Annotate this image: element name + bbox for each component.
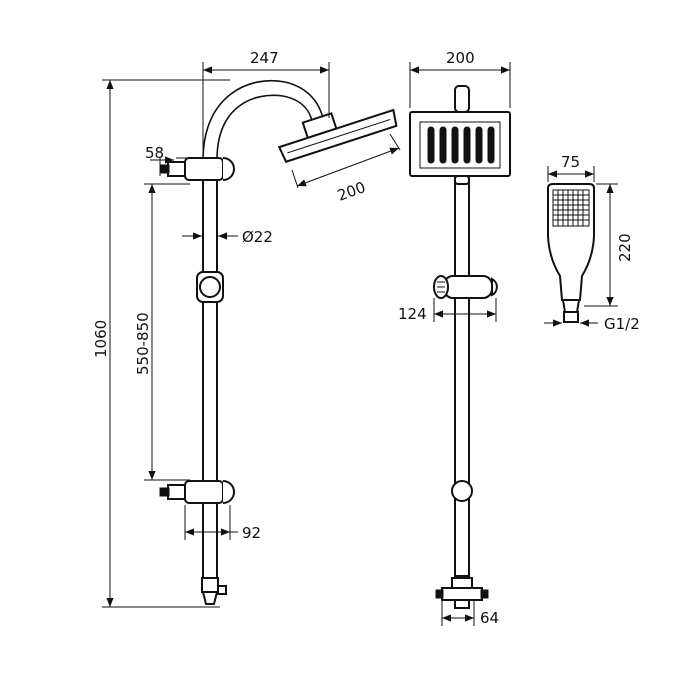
side-diverter [201, 577, 227, 605]
side-upper-bracket [159, 157, 235, 181]
front-shower-head [409, 111, 511, 185]
dim-bracket-offset: 58 [145, 144, 164, 162]
side-shower-arm-inner [216, 94, 314, 161]
front-arm-stub [454, 85, 470, 113]
side-view [159, 79, 398, 605]
dim-diverter-width: 64 [480, 609, 499, 627]
dim-total-height: 1060 [92, 320, 110, 358]
dim-arm-reach: 247 [250, 49, 279, 67]
dim-overhead-width: 200 [446, 49, 475, 67]
front-slider [433, 275, 498, 299]
side-riser-pipe [202, 159, 218, 591]
side-dimensions: 247 200 58 Ø22 1060 550-850 92 [92, 49, 401, 608]
front-view [409, 85, 511, 609]
hand-shower [547, 183, 595, 323]
side-shower-head [277, 108, 398, 163]
dim-overhead-diameter: 200 [335, 178, 368, 205]
dim-hand-length: 220 [616, 233, 634, 262]
side-lower-bracket [159, 480, 235, 504]
dim-hand-width: 75 [561, 153, 580, 171]
dim-slider-width: 124 [398, 305, 427, 323]
side-middle-coupling [196, 271, 224, 303]
dim-bracket-spacing: 550-850 [134, 312, 152, 375]
dim-pipe-diameter: Ø22 [242, 228, 273, 246]
side-shower-arm-outer [202, 79, 326, 161]
front-coupling [451, 480, 473, 502]
dim-hose-thread: G1/2 [604, 315, 640, 333]
hand-dimensions: 75 220 G1/2 [544, 153, 640, 333]
front-dimensions: 200 124 64 [398, 49, 511, 627]
dim-wall-offset: 92 [242, 524, 261, 542]
front-diverter [435, 577, 489, 609]
front-riser-pipe [454, 175, 470, 577]
